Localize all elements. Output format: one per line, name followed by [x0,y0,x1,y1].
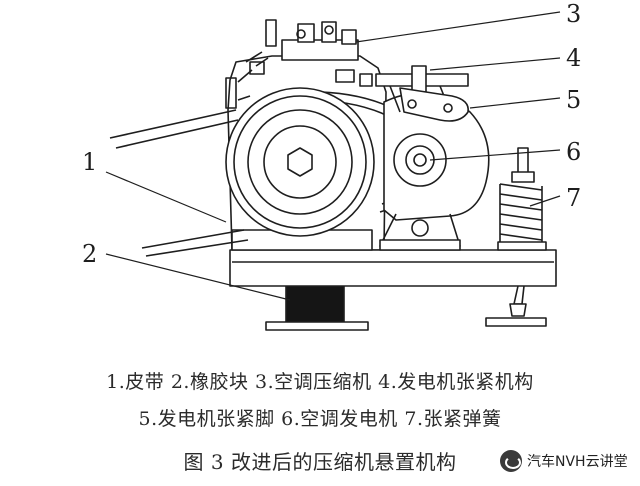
generator-tensioner-mechanism [375,65,469,113]
callout-5: 5 [566,86,581,114]
rubber-block [285,285,345,325]
callout-4: 4 [566,44,581,72]
callout-3: 3 [566,0,581,28]
generator-tensioner-foot [399,87,469,122]
compressor-pulley [225,87,375,237]
leader-lines [105,11,561,301]
tension-spring [497,147,547,251]
caption-legend-line-2: 5.发电机张紧脚 6.空调发电机 7.张紧弹簧 [138,408,502,430]
mounting-base-plate [229,229,557,287]
callout-2: 2 [82,240,97,268]
callout-7: 7 [566,184,581,212]
support-leg [485,285,547,327]
watermark: 汽车NVH云讲堂 [500,448,628,474]
rubber-block-pad [265,321,369,331]
figure-caption-title: 图 3 改进后的压缩机悬置机构 [183,450,457,474]
callout-1: 1 [82,148,97,176]
caption-legend-line-1: 1.皮带 2.橡胶块 3.空调压缩机 4.发电机张紧机构 [106,371,534,393]
callout-6: 6 [566,138,581,166]
watermark-text: 汽车NVH云讲堂 [527,454,628,470]
wechat-bubble-icon [500,450,522,472]
